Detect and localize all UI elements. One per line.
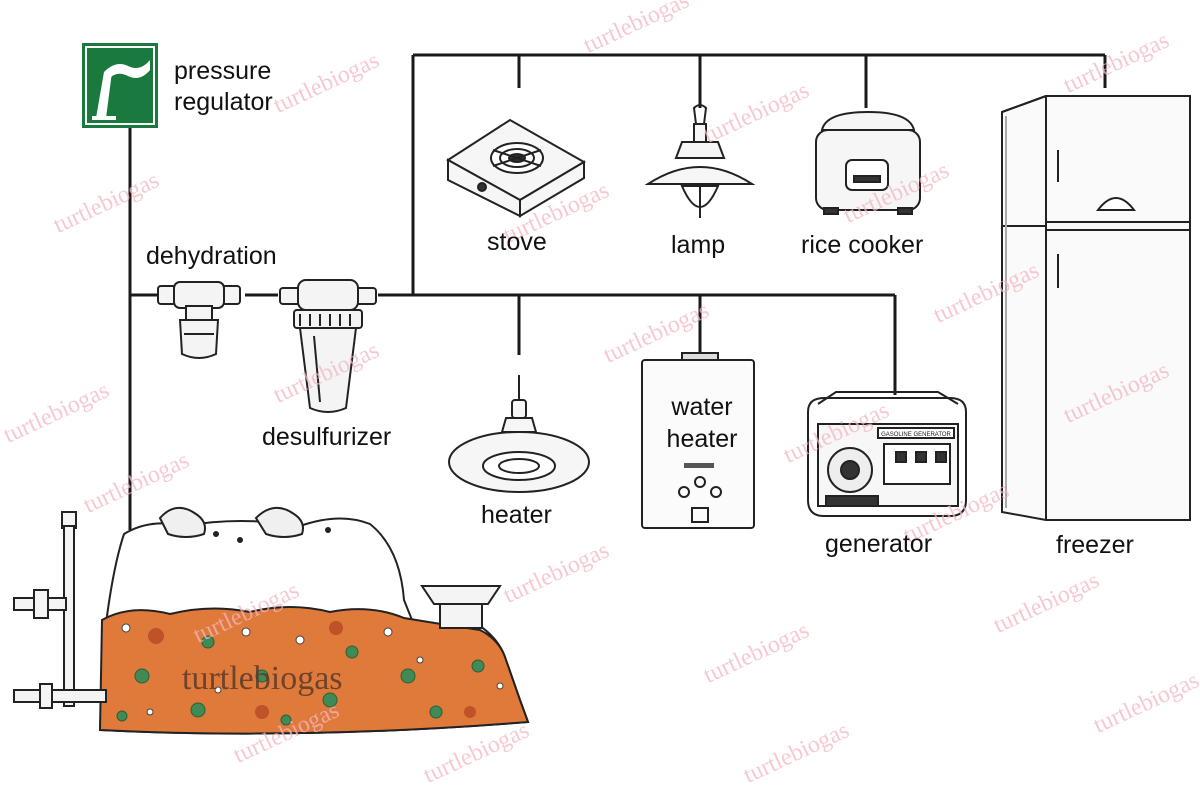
rice-cooker-icon xyxy=(815,110,921,215)
stove-icon xyxy=(446,118,586,218)
digester-watermark: turtlebiogas xyxy=(182,660,343,697)
lamp-icon xyxy=(644,104,756,218)
water-heater-icon xyxy=(641,352,755,529)
pressure-regulator-icon xyxy=(82,43,158,128)
dehydration-filter-icon xyxy=(157,281,241,359)
stove-label: stove xyxy=(487,228,547,256)
heater-icon xyxy=(448,375,590,493)
freezer-label: freezer xyxy=(1056,531,1134,559)
water-heater-label: water heater xyxy=(666,393,738,453)
pressure-regulator-label: pressure regulator xyxy=(174,57,273,116)
desulfurizer-label: desulfurizer xyxy=(262,423,392,451)
generator-label: generator xyxy=(825,530,933,558)
freezer-icon xyxy=(1001,95,1191,521)
pipe-network xyxy=(128,53,1107,530)
dehydration-label: dehydration xyxy=(146,242,277,270)
biogas-digester xyxy=(13,507,530,735)
generator-icon xyxy=(807,391,967,517)
lamp-label: lamp xyxy=(671,231,726,259)
generator-panel-text: GASOLINE GENERATOR xyxy=(881,432,951,438)
heater-label: heater xyxy=(481,501,552,529)
rice-cooker-label: rice cooker xyxy=(801,231,924,259)
desulfurizer-icon xyxy=(279,279,377,413)
